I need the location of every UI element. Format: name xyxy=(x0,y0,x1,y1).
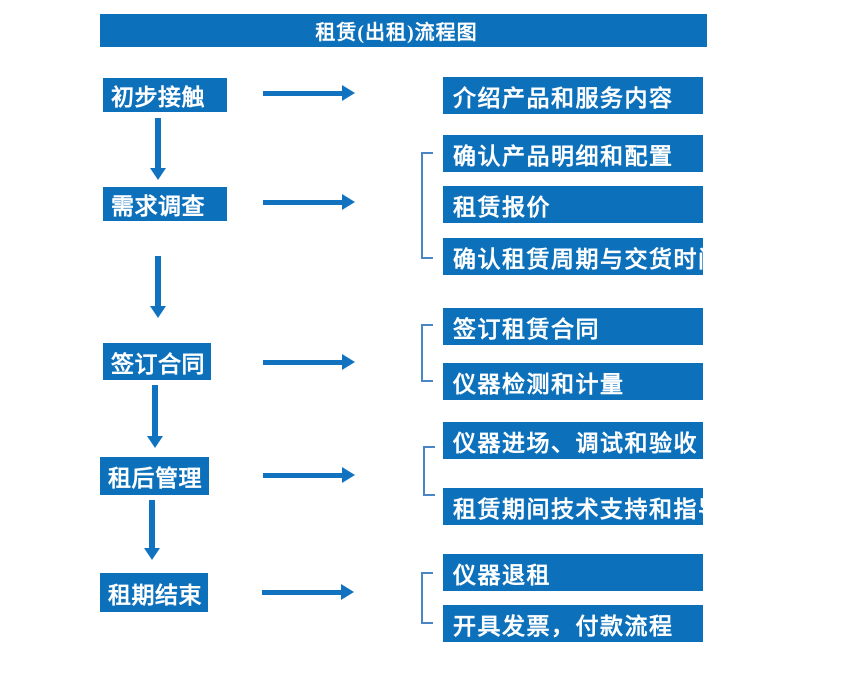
detail-label: 仪器检测和计量 xyxy=(453,371,625,397)
detail-box-technical-support: 租赁期间技术支持和指导 xyxy=(443,488,703,525)
arrow-right-icon xyxy=(263,467,355,483)
arrow-head xyxy=(342,194,355,210)
arrow-right-icon xyxy=(263,85,355,101)
arrow-shaft xyxy=(155,118,161,169)
arrow-head xyxy=(342,354,355,370)
step-box-sign-contract: 签订合同 xyxy=(103,343,211,380)
arrow-shaft xyxy=(152,385,158,437)
detail-label: 确认产品明细和配置 xyxy=(453,143,674,169)
step-label: 租期结束 xyxy=(108,582,202,608)
arrow-down-icon xyxy=(144,500,160,560)
arrow-right-icon xyxy=(263,194,355,210)
arrow-shaft xyxy=(263,200,343,205)
detail-label: 介绍产品和服务内容 xyxy=(453,85,674,111)
arrow-head xyxy=(342,85,355,101)
detail-box-sign-rental-contract: 签订租赁合同 xyxy=(443,308,703,345)
detail-label: 租赁报价 xyxy=(453,194,551,220)
group-bracket xyxy=(421,324,433,382)
detail-box-introduce-products: 介绍产品和服务内容 xyxy=(443,77,703,114)
arrow-shaft xyxy=(263,473,343,478)
arrow-shaft xyxy=(149,500,155,549)
group-bracket xyxy=(421,572,433,624)
detail-box-instrument-testing: 仪器检测和计量 xyxy=(443,363,703,400)
arrow-head xyxy=(150,306,166,318)
arrow-down-icon xyxy=(150,256,166,318)
detail-label: 租赁期间技术支持和指导 xyxy=(453,496,703,522)
step-box-post-rental-management: 租后管理 xyxy=(100,457,209,495)
detail-label: 仪器进场、调试和验收 xyxy=(453,430,698,456)
arrow-head xyxy=(342,467,355,483)
arrow-head xyxy=(150,168,166,180)
detail-label: 开具发票，付款流程 xyxy=(453,613,674,639)
arrow-shaft xyxy=(263,91,343,96)
step-box-demand-survey: 需求调查 xyxy=(103,187,227,221)
arrow-shaft xyxy=(262,590,342,595)
flowchart-title-bar: 租赁(出租)流程图 xyxy=(100,14,707,47)
step-label: 需求调查 xyxy=(111,194,205,219)
detail-label: 确认租赁周期与交货时间 xyxy=(453,246,703,272)
arrow-right-icon xyxy=(262,584,354,600)
detail-label: 仪器退租 xyxy=(453,562,551,588)
flowchart-title: 租赁(出租)流程图 xyxy=(315,22,478,44)
detail-box-confirm-period-delivery: 确认租赁周期与交货时间 xyxy=(443,238,703,275)
arrow-head xyxy=(147,436,163,448)
detail-label: 签订租赁合同 xyxy=(453,316,600,342)
detail-box-instrument-arrival: 仪器进场、调试和验收 xyxy=(443,422,703,459)
arrow-shaft xyxy=(263,360,343,365)
step-label: 签订合同 xyxy=(111,351,205,377)
arrow-down-icon xyxy=(147,385,163,448)
step-box-initial-contact: 初步接触 xyxy=(103,78,227,112)
detail-box-invoice-payment: 开具发票，付款流程 xyxy=(443,605,703,642)
step-label: 租后管理 xyxy=(108,466,202,491)
arrow-down-icon xyxy=(150,118,166,180)
detail-box-confirm-product-config: 确认产品明细和配置 xyxy=(443,135,703,172)
arrow-head xyxy=(144,548,160,560)
group-bracket xyxy=(421,152,433,259)
step-box-rental-end: 租期结束 xyxy=(100,573,208,612)
arrow-head xyxy=(341,584,354,600)
step-label: 初步接触 xyxy=(111,85,205,110)
arrow-right-icon xyxy=(263,354,355,370)
arrow-shaft xyxy=(155,256,161,307)
detail-box-rental-quotation: 租赁报价 xyxy=(443,186,703,223)
group-bracket xyxy=(423,446,435,496)
detail-box-instrument-return: 仪器退租 xyxy=(443,554,703,591)
